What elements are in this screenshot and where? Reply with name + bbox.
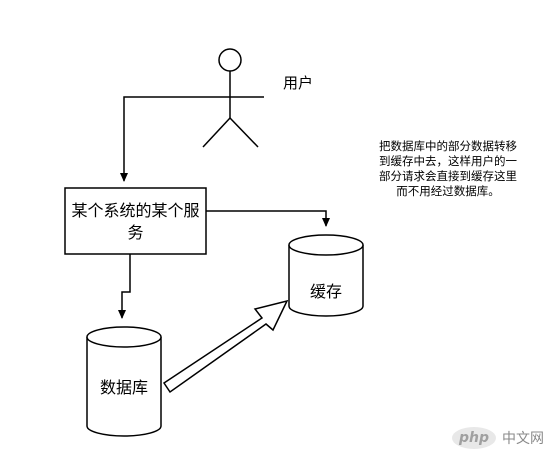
- note-line: 把数据库中的部分数据转移: [379, 139, 517, 153]
- user-label: 用户: [283, 74, 314, 92]
- cache-cylinder: [288, 234, 364, 317]
- note-line: 到缓存中去，这样用户的一: [379, 154, 517, 168]
- user-actor-icon: [196, 48, 264, 148]
- cache-label: 缓存: [309, 282, 342, 301]
- note-line: 部分请求会直接到缓存这里: [379, 169, 517, 183]
- service-to-database-connector: [118, 254, 131, 319]
- php-logo: php: [452, 427, 496, 449]
- service-label: 某个系统的某个服务: [71, 201, 200, 242]
- annotation-note: 把数据库中的部分数据转移 到缓存中去，这样用户的一 部分请求会直接到缓存这里 而…: [358, 139, 538, 199]
- note-line: 而不用经过数据库。: [396, 184, 500, 198]
- service-to-cache-connector: [206, 210, 330, 227]
- database-to-cache-block-arrow: [162, 299, 289, 394]
- database-label: 数据库: [99, 378, 148, 397]
- user-to-service-connector: [120, 96, 196, 182]
- watermark: php 中文网: [452, 427, 544, 449]
- service-box: [64, 187, 207, 255]
- watermark-text: 中文网: [502, 431, 544, 447]
- database-cylinder: [86, 326, 162, 437]
